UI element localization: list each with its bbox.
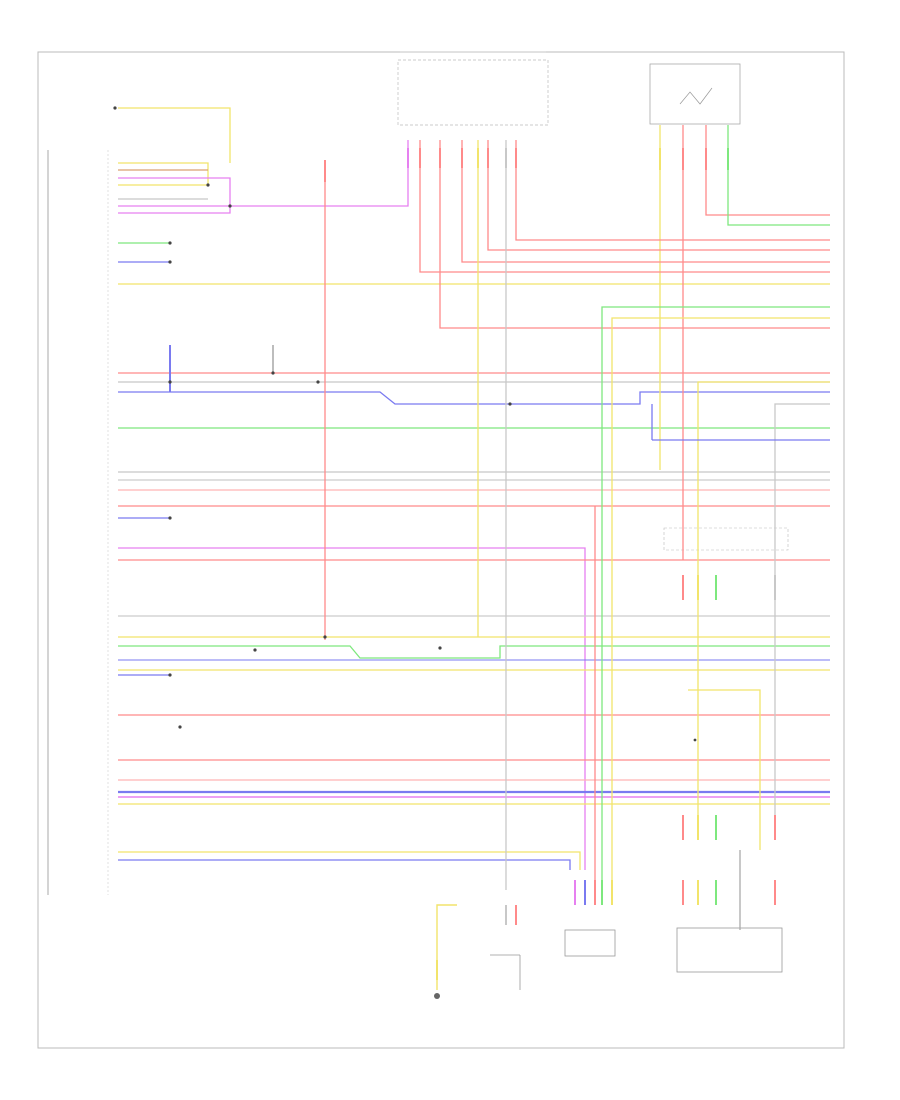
- engine-control-module: [47, 150, 109, 895]
- wires: [118, 107, 830, 930]
- relay-top-right: [649, 63, 741, 125]
- fuse-box-top: [397, 51, 549, 126]
- connector-pins: [324, 148, 776, 980]
- oil-pressure-sensor: [434, 904, 457, 999]
- splice-points: [113, 106, 697, 742]
- transmission-control-right: [663, 527, 789, 551]
- fuel-rail-sensor: [490, 954, 521, 990]
- accelerator-module: [676, 927, 783, 973]
- throttle-unit: [564, 929, 616, 957]
